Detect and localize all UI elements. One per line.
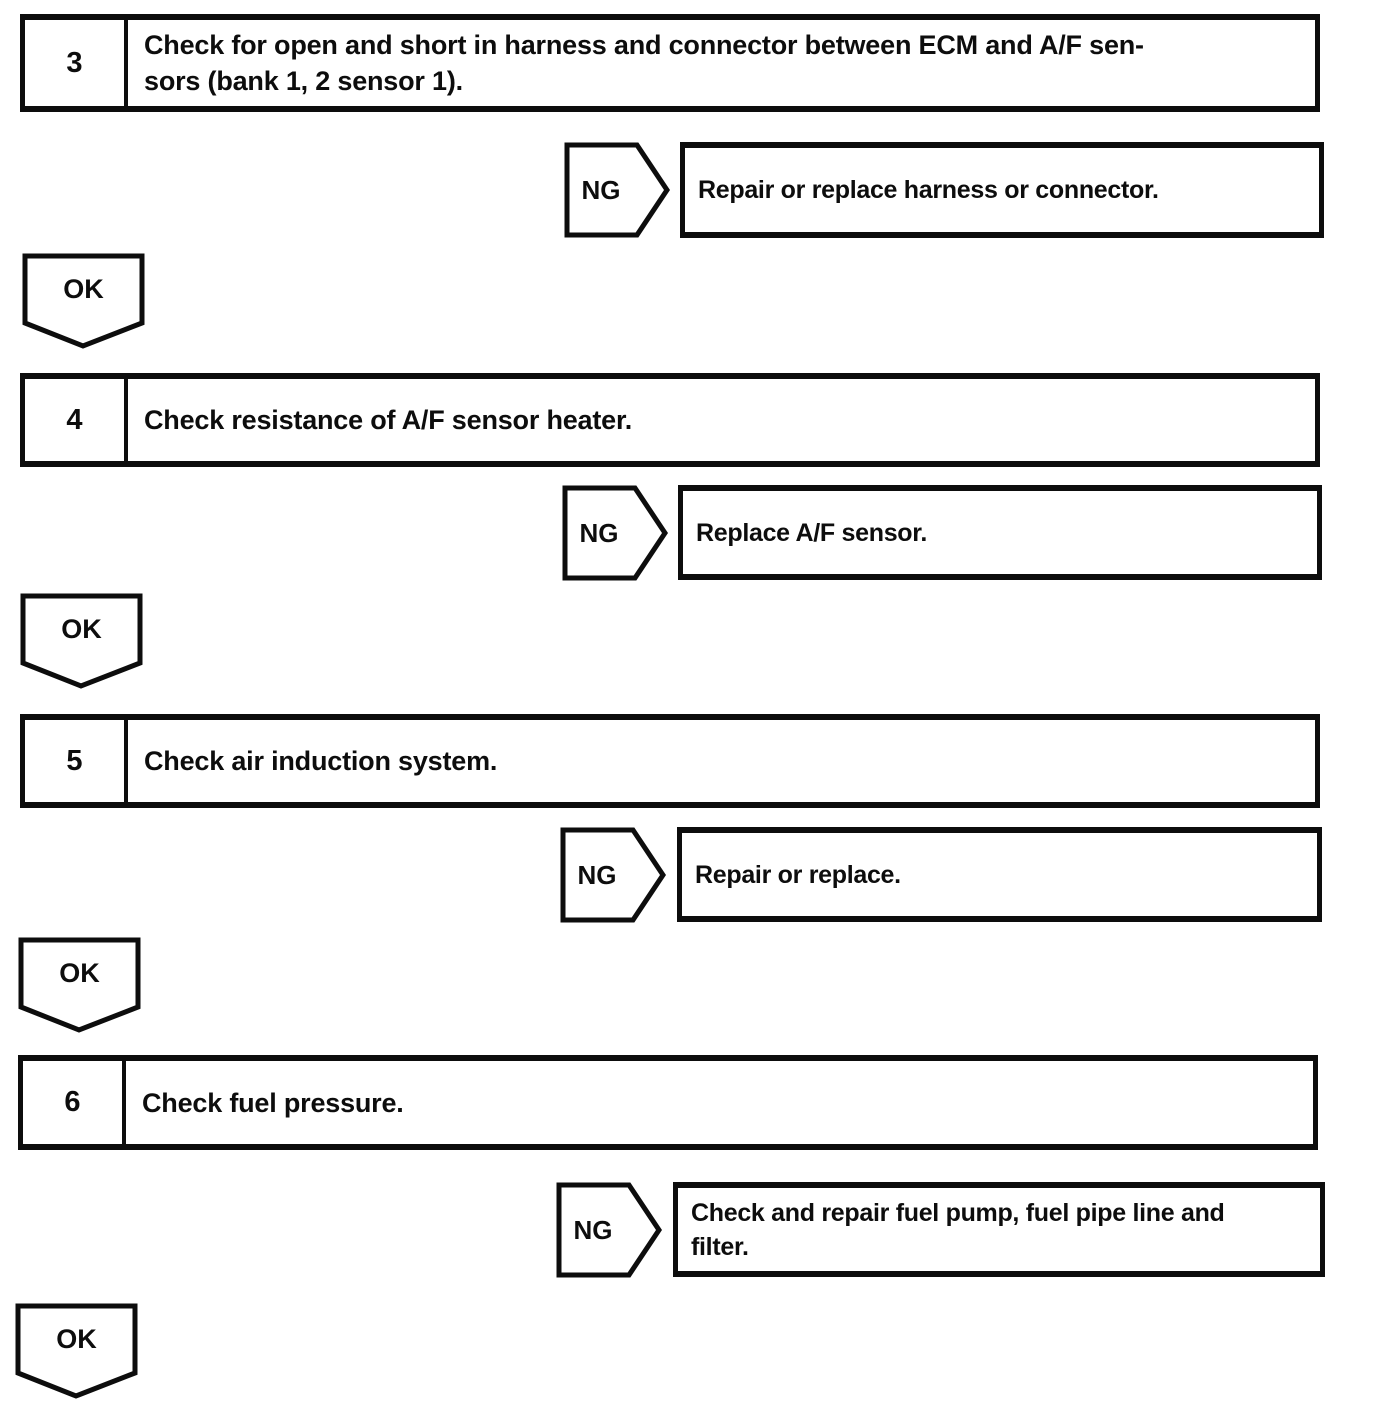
pentagon-arrow-down-icon: OK <box>20 593 143 689</box>
pentagon-arrow-down-icon: OK <box>15 1303 138 1399</box>
step-instruction: Check fuel pressure. <box>142 1087 404 1118</box>
step-number: 6 <box>23 1061 126 1144</box>
step-number: 3 <box>25 20 128 106</box>
step-number: 4 <box>25 379 128 461</box>
pentagon-arrow-right-icon: NG <box>556 1182 662 1278</box>
step-number: 5 <box>25 720 128 802</box>
step-box-6: 6 Check fuel pressure. <box>18 1055 1318 1150</box>
pentagon-arrow-right-icon: NG <box>564 142 670 238</box>
pentagon-arrow-down-icon: OK <box>18 937 141 1033</box>
ok-label: OK <box>63 273 104 304</box>
ng-label: NG <box>577 859 617 890</box>
step-instruction: Check air induction system. <box>144 746 498 776</box>
pentagon-arrow-right-icon: NG <box>560 827 666 923</box>
step-box-4: 4 Check resistance of A/F sensor heater. <box>20 373 1320 467</box>
step-box-5: 5 Check air induction system. <box>20 714 1320 808</box>
ok-label: OK <box>61 613 102 644</box>
ng-label: NG <box>581 174 621 205</box>
ng-action-box: Check and repair fuel pump, fuel pipe li… <box>673 1182 1325 1277</box>
ok-label: OK <box>56 1323 97 1354</box>
pentagon-arrow-right-icon: NG <box>562 485 668 581</box>
ok-label: OK <box>59 957 100 988</box>
ng-action-box: Replace A/F sensor. <box>678 485 1322 580</box>
pentagon-arrow-down-icon: OK <box>22 253 145 349</box>
ng-label: NG <box>579 517 619 548</box>
step-instruction: Check for open and short in harness and … <box>144 30 1144 96</box>
ng-action-box: Repair or replace. <box>677 827 1322 922</box>
step-box-3: 3 Check for open and short in harness an… <box>20 14 1320 112</box>
ng-label: NG <box>573 1214 613 1245</box>
step-instruction: Check resistance of A/F sensor heater. <box>144 405 633 435</box>
ng-action-box: Repair or replace harness or connector. <box>680 142 1324 238</box>
